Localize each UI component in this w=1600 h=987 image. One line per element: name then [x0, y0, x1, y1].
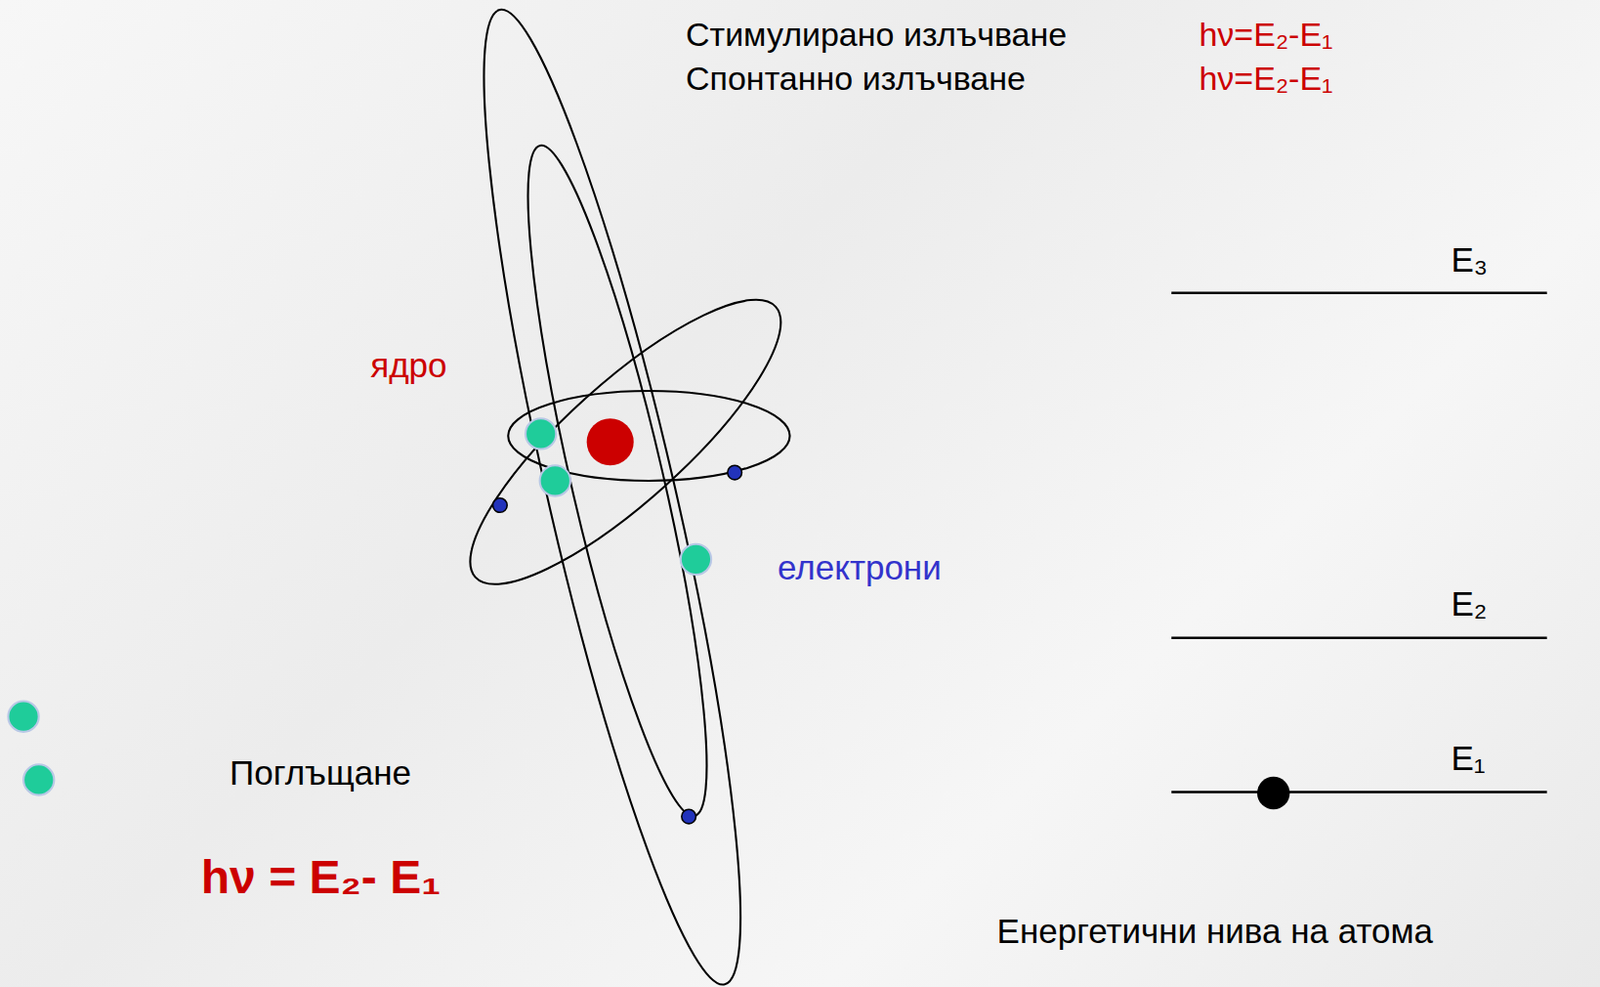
- electron: [681, 808, 697, 824]
- part-label: електрони: [777, 547, 942, 588]
- slide-title: Стимулирано излъчване: [685, 15, 1067, 54]
- level-label: E₂: [1450, 584, 1487, 624]
- photon: [525, 418, 556, 449]
- outer-orbit: [438, 0, 788, 987]
- slide-title: Спонтанно излъчване: [685, 60, 1026, 99]
- caption-label: Енергетични нива на атома: [997, 911, 1433, 951]
- process-label: Поглъщане: [229, 753, 412, 793]
- level-label: E₁: [1450, 738, 1485, 778]
- tilted-orbit: [435, 262, 816, 622]
- electron: [493, 498, 508, 513]
- inner-orbit: [495, 134, 740, 826]
- nucleus: [587, 418, 634, 465]
- formula: hν = E₂- E₁: [201, 850, 441, 905]
- electron-on-level: [1257, 776, 1290, 809]
- photon: [540, 464, 571, 496]
- photon: [23, 763, 54, 795]
- formula: hν=E₂-E₁: [1198, 15, 1333, 54]
- formula: hν=E₂-E₁: [1198, 60, 1333, 99]
- level-label: E₃: [1450, 240, 1488, 280]
- energy-level: [1171, 291, 1547, 295]
- photon: [7, 701, 39, 732]
- energy-level: [1171, 635, 1547, 639]
- energy-level: [1171, 790, 1547, 794]
- photon: [680, 544, 712, 575]
- part-label: ядро: [370, 345, 447, 385]
- electron: [727, 464, 743, 480]
